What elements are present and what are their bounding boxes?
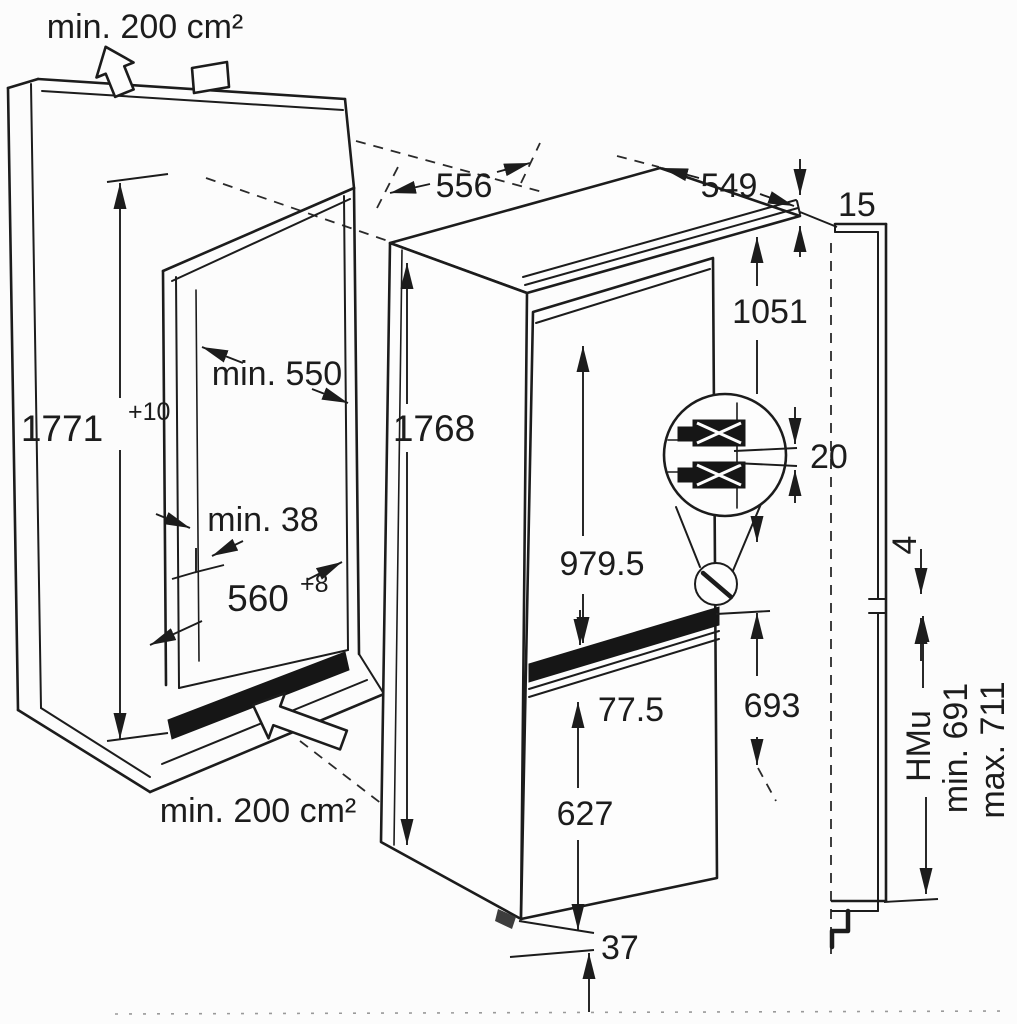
bottom-vent-label: min. 200 cm² (160, 792, 357, 830)
dim-hinge-gap: 20 (733, 407, 848, 503)
dim-lower-door: 627 (557, 702, 614, 930)
bottom-vent-arrow-icon (251, 691, 349, 751)
niche-width-tolerance: +8 (300, 570, 329, 598)
top-vent-arrow-icon (95, 45, 135, 99)
dim-top-clearance: 15 (793, 159, 876, 257)
niche-height-label: 1771 (21, 408, 103, 449)
niche-width-label: 560 (227, 578, 289, 619)
dim-bottom-clearance: 37 (509, 920, 639, 1012)
hmu-max-label: max. 711 (974, 681, 1012, 818)
hinge-detail (662, 392, 788, 606)
bottom-clearance-label: 37 (601, 929, 639, 967)
appliance-side-face (379, 241, 529, 921)
panel-bottom-step (829, 908, 851, 950)
side-panel-seam (393, 249, 403, 846)
hinge-gap-label: 20 (810, 438, 848, 476)
dim-lower-panel: 693 (715, 610, 801, 802)
appliance-door-face (519, 256, 719, 921)
hmu-min-label: min. 691 (937, 683, 975, 813)
dim-appliance-height: 1768 (393, 263, 475, 845)
dim-niche-side-gap: min. 38 (155, 501, 319, 580)
back-panel-tab (190, 60, 231, 95)
upper-panel-label: 1051 (732, 293, 808, 331)
dim-panel-joint-gap: 4 (886, 536, 928, 661)
dim-upper-panel: 1051 (732, 237, 808, 542)
niche-depth-label: min. 550 (212, 355, 342, 393)
dim-niche-depth: min. 550 (201, 346, 349, 404)
appliance-width-label: 556 (436, 167, 493, 205)
dim-niche-width: 560 +8 (149, 561, 343, 646)
vent-arrows (95, 45, 349, 751)
appliance-foot (495, 909, 516, 929)
ground-line (114, 1010, 1011, 1015)
panel-joint-gap-label: 4 (886, 536, 924, 555)
niche-cabinet (6, 60, 386, 794)
dim-hmu: HMu min. 691 max. 711 (883, 616, 1012, 903)
hmu-label: HMu (900, 710, 938, 782)
dim-door-split-gap: 77.5 (573, 610, 664, 729)
door-split-gap-label: 77.5 (598, 691, 664, 729)
top-vent-label: min. 200 cm² (47, 8, 244, 46)
plinth-vent-slot (167, 651, 350, 740)
top-clearance-label: 15 (838, 186, 876, 224)
door-split-gap-band (528, 606, 720, 683)
dim-niche-height: 1771 +10 (21, 173, 170, 742)
lower-door-label: 627 (557, 795, 614, 833)
appliance-depth-label: 549 (701, 167, 758, 205)
appliance (379, 166, 802, 929)
hinge-detail-circle (662, 392, 788, 518)
appliance-height-label: 1768 (393, 408, 475, 449)
furniture-panel-side-view (829, 222, 888, 950)
upper-door-label: 979.5 (559, 545, 644, 583)
dim-appliance-depth: 549 (616, 155, 795, 207)
top-hinge-rail (522, 199, 797, 278)
lower-panel-label: 693 (744, 687, 801, 725)
niche-side-gap-label: min. 38 (207, 501, 319, 539)
dim-appliance-width: 556 (376, 142, 541, 209)
niche-height-tolerance: +10 (128, 398, 170, 426)
